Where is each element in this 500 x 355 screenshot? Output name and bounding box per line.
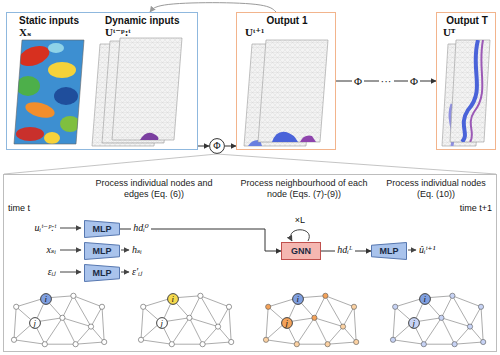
panel-heading: Output T bbox=[437, 15, 497, 27]
flood-band bbox=[462, 40, 483, 142]
node-letter: i bbox=[45, 295, 48, 304]
graph-node: j bbox=[408, 317, 420, 329]
operator-symbol: Φ bbox=[352, 75, 364, 88]
mlp-block: MLP bbox=[371, 242, 407, 260]
edge-label: hdᵢ⁰ bbox=[131, 222, 151, 234]
node-letter: j bbox=[34, 319, 37, 328]
graph bbox=[138, 293, 233, 347]
node-circle bbox=[40, 294, 51, 305]
mesh-sheet bbox=[112, 38, 182, 140]
mlp-trapezoid bbox=[372, 243, 407, 260]
step-heading: Process neighbourhood of each node (Eqs.… bbox=[231, 178, 377, 200]
graph-node: i bbox=[40, 293, 52, 305]
output-panel: Output TUᵀ bbox=[436, 12, 496, 150]
mlp-trapezoid bbox=[85, 221, 120, 238]
edge-label: hdᵢᴸ bbox=[335, 244, 355, 256]
zoom-line bbox=[217, 154, 496, 174]
static-field bbox=[10, 36, 90, 148]
operator-circle: Φ bbox=[209, 138, 225, 154]
symbol-label: Uᵗ⁺¹ bbox=[245, 26, 264, 38]
sheet-outline bbox=[14, 40, 84, 144]
node-circle bbox=[408, 318, 419, 329]
block-label: MLP bbox=[380, 247, 399, 256]
block-label: MLP bbox=[93, 225, 112, 234]
output-panel: Output 1Uᵗ⁺¹ bbox=[236, 12, 336, 150]
input-symbol: xₛᵢ bbox=[47, 244, 56, 256]
step-heading: Process individual nodes (Eq. (10)) bbox=[381, 178, 491, 200]
connector bbox=[225, 146, 236, 147]
graph-node: i bbox=[167, 293, 179, 305]
graph-node: j bbox=[281, 317, 293, 329]
connector bbox=[198, 146, 209, 147]
time-label: time t+1 bbox=[460, 203, 492, 213]
mlp-block: MLP bbox=[84, 242, 120, 260]
node-letter: j bbox=[286, 319, 289, 328]
ellipsis: ··· bbox=[379, 75, 394, 88]
graph-node: j bbox=[29, 317, 41, 329]
connector bbox=[416, 304, 422, 317]
connector bbox=[4, 154, 217, 174]
mesh-sheet bbox=[258, 40, 328, 142]
block-label: MLP bbox=[93, 247, 112, 256]
node-circle bbox=[167, 294, 178, 305]
gnn-box: GNN bbox=[281, 242, 321, 260]
node-letter: j bbox=[161, 319, 164, 328]
connector bbox=[37, 304, 43, 317]
connector bbox=[164, 304, 170, 317]
node-circle bbox=[210, 139, 225, 154]
output-symbol: hₛᵢ bbox=[132, 244, 142, 256]
operator-symbol: Φ bbox=[408, 75, 420, 88]
symbol-label: Uᵗ⁻ᵖ:ᵗ bbox=[105, 26, 131, 38]
graph bbox=[263, 293, 358, 347]
node-circle bbox=[419, 294, 430, 305]
panel-heading: Static inputs bbox=[19, 15, 79, 27]
mesh-sheet bbox=[450, 40, 490, 142]
mlp-trapezoid bbox=[85, 243, 120, 260]
connector bbox=[150, 3, 276, 12]
flood-patch bbox=[272, 132, 316, 142]
connector bbox=[289, 304, 295, 317]
flood-patch bbox=[140, 133, 159, 140]
node-circle bbox=[156, 318, 167, 329]
step-heading: Process individual nodes and edges (Eq. … bbox=[89, 178, 219, 200]
mlp-block: MLP bbox=[84, 220, 120, 238]
block-label: GNN bbox=[291, 247, 311, 256]
detail-panel: Process individual nodes and edges (Eq. … bbox=[3, 174, 497, 352]
graph bbox=[390, 293, 485, 347]
input-panel: Static inputs Dynamic inputsXₛ Uᵗ⁻ᵖ:ᵗ bbox=[6, 12, 198, 150]
mlp-block: MLP bbox=[84, 264, 120, 282]
repeat-label: ×L bbox=[295, 215, 305, 225]
symbol-label: Uᵀ bbox=[443, 26, 455, 38]
panel-heading: Output 1 bbox=[237, 15, 337, 27]
node-letter: i bbox=[297, 295, 300, 304]
graph bbox=[11, 293, 106, 347]
mlp-trapezoid bbox=[85, 265, 120, 282]
input-symbol: εᵢⱼ bbox=[48, 266, 56, 278]
node-circle bbox=[29, 318, 40, 329]
graph-node: i bbox=[292, 293, 304, 305]
symbol-label: Xₛ bbox=[19, 26, 31, 38]
output-symbol: ûᵢᵗ⁺¹ bbox=[419, 244, 436, 256]
operator-symbol: Φ bbox=[213, 141, 220, 151]
node-circle bbox=[292, 294, 303, 305]
output-symbol: ε′ᵢⱼ bbox=[132, 266, 142, 278]
node-circle bbox=[281, 318, 292, 329]
node-letter: j bbox=[413, 319, 416, 328]
input-symbol: uᵢᵗ⁻ᵖ:ᵗ bbox=[35, 222, 56, 234]
time-label: time t bbox=[8, 203, 30, 213]
block-label: MLP bbox=[93, 269, 112, 278]
panel-heading: Dynamic inputs bbox=[105, 15, 179, 27]
node-letter: i bbox=[424, 295, 427, 304]
graph-node: i bbox=[419, 293, 431, 305]
graph-node: j bbox=[156, 317, 168, 329]
node-letter: i bbox=[172, 295, 175, 304]
